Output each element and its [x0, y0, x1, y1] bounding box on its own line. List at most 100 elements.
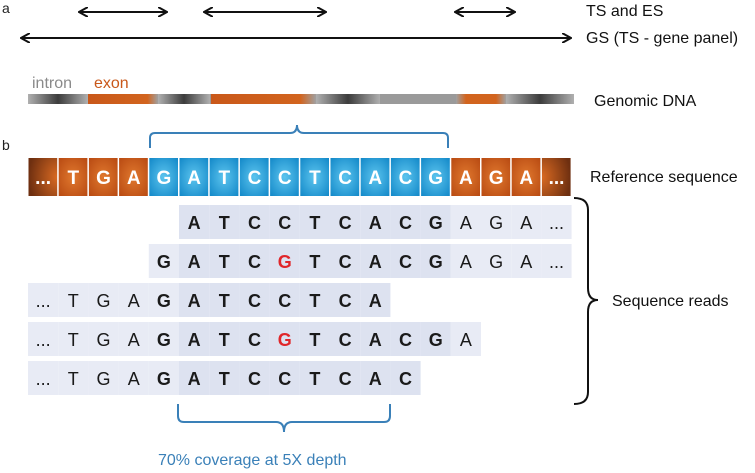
read-base: C [399, 213, 412, 233]
read-base: A [369, 252, 382, 272]
read-base: T [309, 291, 320, 311]
read-base: ... [549, 213, 564, 233]
panel-b-label: b [2, 137, 10, 153]
read-base: A [520, 252, 532, 272]
reference-base: ... [35, 168, 51, 189]
read-base: G [429, 252, 443, 272]
reference-base: G [157, 168, 172, 189]
reference-cell [451, 158, 480, 196]
read-base: A [188, 291, 201, 311]
read-cell [28, 322, 59, 356]
reads-brace [573, 197, 599, 405]
reference-cell [541, 158, 571, 196]
read-base: T [68, 291, 79, 311]
genomic-dna-bar [28, 94, 574, 104]
read-base: A [369, 369, 382, 389]
read-base: A [369, 291, 382, 311]
read-cell [390, 322, 421, 356]
read-cell [148, 244, 179, 278]
reference-base: G [489, 168, 504, 189]
gs-label: GS (TS - gene panel) [586, 30, 738, 47]
read-base: A [188, 369, 201, 389]
read-cell [481, 205, 512, 239]
read-cell [450, 322, 481, 356]
read-cell [541, 244, 572, 278]
read-cell [239, 283, 270, 317]
read-cell [330, 205, 361, 239]
read-base: G [157, 369, 171, 389]
read-base: C [339, 252, 352, 272]
read-cell [179, 244, 210, 278]
read-base: T [68, 330, 79, 350]
read-cell [541, 205, 572, 239]
read-base: C [399, 252, 412, 272]
read-cell [209, 322, 240, 356]
read-base: ... [549, 252, 564, 272]
read-base: C [399, 330, 412, 350]
read-base: G [96, 291, 110, 311]
reference-base: A [368, 168, 382, 189]
read-cell [28, 283, 59, 317]
reference-base: ... [549, 168, 565, 189]
read-base: A [188, 213, 201, 233]
read-base: A [369, 213, 382, 233]
read-cell [481, 244, 512, 278]
read-cell [209, 361, 240, 395]
read-base: A [460, 252, 472, 272]
read-base: G [489, 252, 503, 272]
read-cell [239, 244, 270, 278]
reference-cell [360, 158, 390, 196]
read-base: T [219, 369, 230, 389]
read-base: G [96, 369, 110, 389]
reference-base: A [127, 168, 141, 189]
read-cell [269, 205, 300, 239]
read-base: C [248, 369, 261, 389]
read-cell [420, 244, 451, 278]
read-cell [88, 361, 119, 395]
read-cell [299, 205, 330, 239]
read-cell [390, 361, 421, 395]
reference-base: C [248, 168, 262, 189]
read-cell [239, 205, 270, 239]
reference-cell [119, 158, 148, 196]
read-cell [390, 244, 421, 278]
read-base: C [339, 330, 352, 350]
read-base: A [128, 330, 140, 350]
read-base: G [429, 330, 443, 350]
reference-cell [239, 158, 269, 196]
read-cell [269, 244, 300, 278]
reference-base: C [399, 168, 413, 189]
ts-es-label: TS and ES [586, 3, 663, 20]
read-base: A [128, 369, 140, 389]
reference-label: Reference sequence [590, 169, 738, 186]
read-cell [58, 283, 89, 317]
read-base: ... [36, 291, 51, 311]
reference-base: T [67, 168, 79, 189]
reads-label: Sequence reads [612, 293, 729, 310]
read-base: A [460, 330, 472, 350]
reference-base: G [428, 168, 443, 189]
read-base: A [188, 330, 201, 350]
reference-cell [481, 158, 511, 196]
read-cell [179, 361, 210, 395]
read-cell [450, 244, 481, 278]
read-cell [360, 205, 391, 239]
read-base: C [278, 291, 291, 311]
read-cell [269, 322, 300, 356]
read-base: T [309, 330, 320, 350]
read-base: C [248, 213, 261, 233]
read-cell [390, 205, 421, 239]
read-cell [209, 244, 240, 278]
reference-cell [28, 158, 58, 196]
read-cell [148, 361, 179, 395]
read-base: G [157, 252, 171, 272]
read-cell [118, 283, 149, 317]
reference-cell [330, 158, 360, 196]
read-base: T [219, 252, 230, 272]
read-cell [420, 205, 451, 239]
